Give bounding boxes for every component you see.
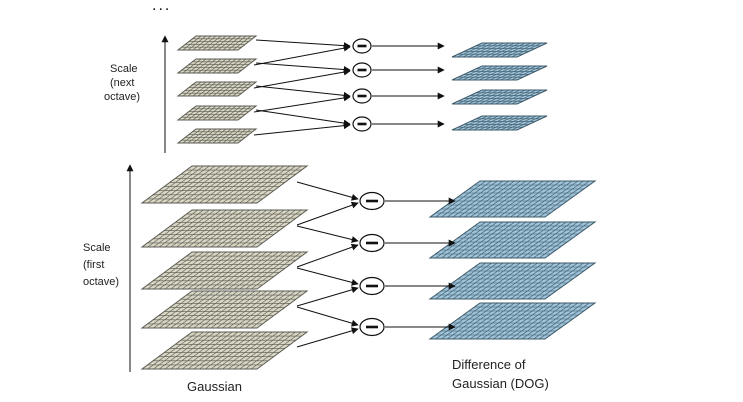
next-octave-gaussian-plane-4 [176,105,258,121]
next-octave-arrow-upper-2 [255,62,351,74]
first-octave-arrow-lower-4 [296,327,359,348]
next-octave-scale-label-line-3: octave) [104,91,141,103]
first-octave-subtract-op-1 [359,191,385,211]
first-octave-scale-label-line-2: (first [83,259,105,271]
first-octave-subtract-op-3 [359,276,385,296]
next-octave-scale-label-line-1: Scale [110,63,138,75]
next-octave-arrow-lower-2 [253,68,351,89]
first-octave-subtract-op-4 [359,317,385,337]
first-octave-arrow-upper-1 [296,181,359,201]
next-octave-arrow-lower-4 [253,122,351,136]
next-octave-dog-plane-2 [451,65,548,81]
next-octave-arrow-upper-3 [255,85,351,99]
first-octave-gaussian-plane-2 [140,209,309,248]
first-octave-scale-label-line-1: Scale [83,242,111,254]
first-octave-arrow-lower-3 [296,286,359,307]
next-octave-dog-plane-4 [451,115,548,131]
dog-label-line-2: Gaussian (DOG) [452,376,549,391]
next-octave-arrow-lower-3 [253,94,351,113]
first-octave-arrow-upper-2 [296,225,359,243]
first-octave-gaussian-plane-4 [140,290,309,329]
next-octave-subtract-op-4 [352,116,372,132]
first-octave-dog-plane-4 [428,302,597,340]
gaussian-label: Gaussian [187,379,242,394]
next-octave-gaussian-plane-3 [176,81,258,97]
next-octave-subtract-op-2 [352,62,372,78]
next-octave-dog-plane-3 [451,89,548,105]
next-octave-subtract-op-1 [352,38,372,54]
first-octave-dog-plane-2 [428,221,597,259]
first-octave-gaussian-plane-5 [140,331,309,370]
next-octave-subtract-op-3 [352,88,372,104]
first-octave-arrow-upper-4 [296,306,359,327]
next-octave-arrow-lower-1 [253,44,351,66]
next-octave-arrow-upper-4 [255,109,351,127]
first-octave-arrow-upper-3 [296,267,359,286]
first-octave-gaussian-plane-1 [140,165,309,204]
next-octave-dog-plane-1 [451,42,548,58]
dog-label-line-1: Difference of [452,357,526,372]
first-octave-arrow-lower-2 [296,243,359,268]
continuation-dots: ... [152,0,172,14]
first-octave-arrow-lower-1 [296,201,359,226]
next-octave-gaussian-plane-2 [176,58,258,74]
next-octave-gaussian-plane-5 [176,128,258,144]
next-octave-gaussian-plane-1 [176,35,258,51]
first-octave-dog-plane-1 [428,180,597,218]
next-octave-scale-label-line-2: (next [110,77,135,89]
first-octave-gaussian-plane-3 [140,251,309,290]
next-octave-arrow-upper-1 [255,39,351,50]
first-octave-dog-plane-3 [428,262,597,300]
first-octave-subtract-op-2 [359,233,385,253]
first-octave-scale-label-line-3: octave) [83,276,120,288]
